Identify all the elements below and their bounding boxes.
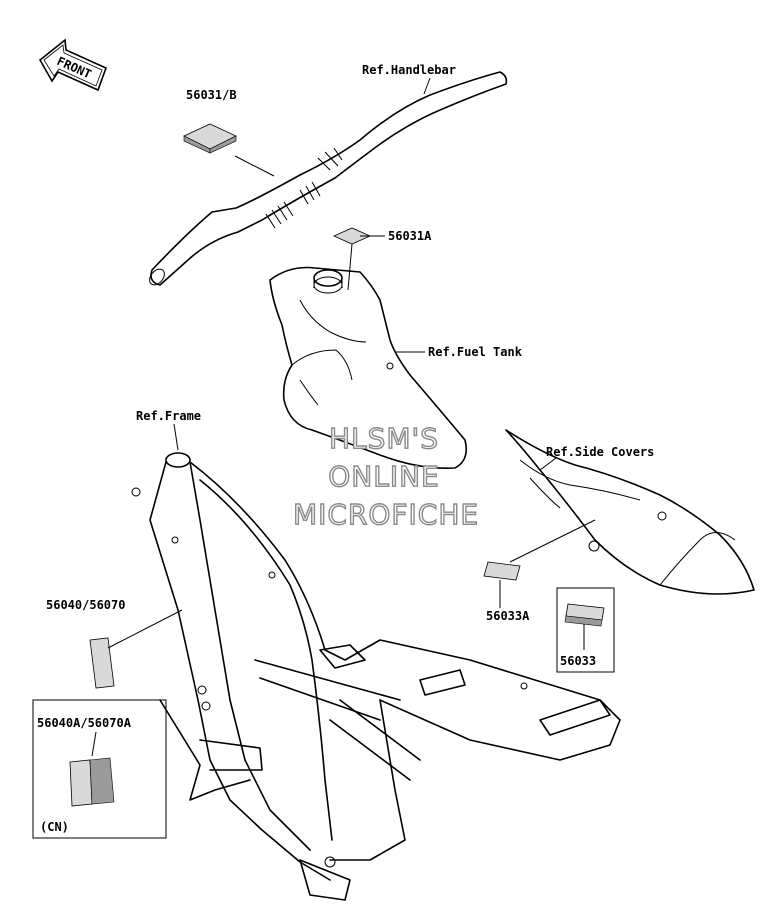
watermark-line-2: ONLINE [328, 460, 439, 493]
decal-56031b [183, 123, 237, 154]
frame-drawing [131, 452, 621, 901]
part-56040a-56070a-label: 56040A/56070A [37, 716, 132, 730]
part-56040-56070-label: 56040/56070 [46, 598, 125, 612]
part-56033a-label: 56033A [486, 609, 530, 623]
ref-frame-label: Ref.Frame [136, 409, 201, 423]
watermark: HLSM'S ONLINE MICROFICHE [292, 421, 479, 531]
cn-box: 56040A/56070A (CN) [32, 699, 167, 839]
part-56033-label: 56033 [560, 654, 596, 668]
ref-side-covers-label: Ref.Side Covers [546, 445, 654, 459]
part-56031a-label: 56031A [388, 229, 432, 243]
watermark-line-1: HLSM'S [329, 422, 439, 455]
decal-56040-56070 [89, 637, 115, 689]
ref-handlebar-label: Ref.Handlebar [362, 63, 456, 77]
side-cover-drawing [505, 429, 755, 595]
handlebar-drawing [149, 71, 508, 286]
cn-note: (CN) [40, 820, 69, 834]
fuel-tank-drawing [269, 266, 468, 470]
part-56033-box: 56033 [556, 587, 615, 673]
front-arrow-icon: FRONT [38, 38, 108, 92]
part-56031b-label: 56031/B [186, 88, 237, 102]
ref-fuel-tank-label: Ref.Fuel Tank [428, 345, 523, 359]
watermark-line-3: MICROFICHE [293, 498, 479, 531]
decal-56033a [483, 561, 521, 581]
